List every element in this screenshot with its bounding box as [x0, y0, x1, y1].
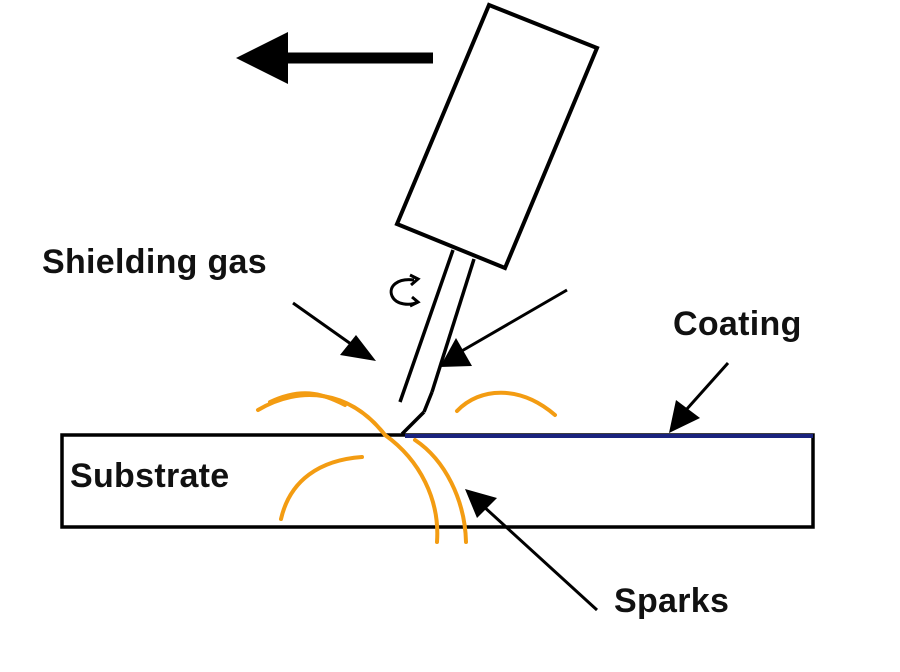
spark-arc: [279, 455, 364, 521]
coating-pointer: [669, 362, 730, 433]
nozzle-pointer: [440, 288, 568, 367]
shielding-gas-pointer: [292, 301, 376, 361]
shielding-gas-label: Shielding gas: [42, 243, 267, 281]
torch-nozzle: [398, 249, 476, 436]
substrate-label: Substrate: [70, 457, 230, 495]
torch-body: [394, 2, 600, 271]
spark-arc: [413, 438, 468, 544]
spark-arc: [383, 433, 440, 544]
spark-arc: [455, 390, 557, 417]
sparks: [256, 390, 557, 544]
spark-arc: [268, 391, 347, 407]
sparks-pointer: [465, 489, 599, 612]
sparks-label: Sparks: [614, 582, 730, 620]
coating-label: Coating: [673, 305, 802, 343]
arrow-left-icon: [236, 32, 433, 84]
rotation-icon: [389, 273, 421, 308]
